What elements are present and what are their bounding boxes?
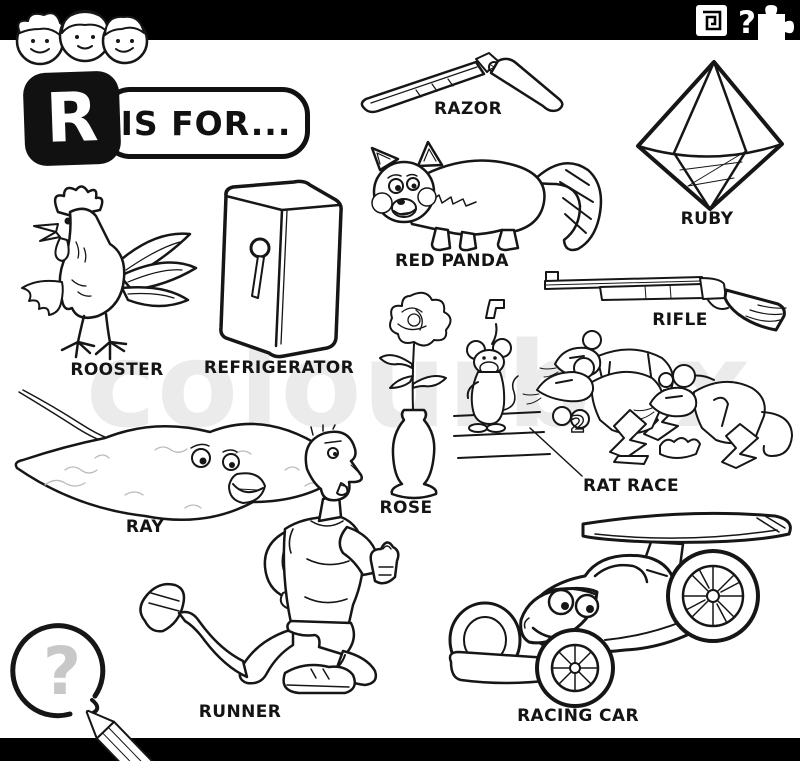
bottom-bar: [0, 738, 800, 761]
puzzle-icon: [758, 5, 794, 41]
rat-race-label: RAT RACE: [583, 476, 679, 496]
is-for-text: IS FOR...: [120, 103, 292, 143]
letter-r: R: [44, 78, 100, 159]
label-pointer-line: [529, 427, 583, 477]
rooster-illustration: [21, 185, 198, 361]
red-panda-illustration: [370, 140, 603, 252]
runner-illustration: [139, 424, 400, 695]
magnifier-circle: [10, 623, 106, 719]
racing-car-illustration: [448, 511, 792, 708]
kids-faces-logo: [15, 9, 149, 66]
racing-car-label: RACING CAR: [517, 706, 639, 726]
rooster-label: ROOSTER: [70, 360, 164, 380]
question-mark: ?: [43, 633, 81, 710]
ruby-label: RUBY: [680, 209, 734, 229]
corner-graphic: ?: [10, 623, 199, 761]
top-bar-icons: ?: [696, 5, 794, 41]
razor-illustration: [360, 52, 564, 114]
starter-pistol: [485, 299, 505, 319]
refrigerator-illustration: [219, 179, 343, 359]
ruby-illustration: [636, 60, 784, 211]
spiral-maze-icon: [696, 5, 727, 36]
rifle-illustration: [544, 271, 787, 332]
rose-label: ROSE: [379, 498, 433, 518]
bib-number-2: 2: [570, 413, 585, 438]
rose-illustration: [379, 291, 452, 500]
ray-illustration: [14, 389, 343, 521]
pencil-icon: [85, 709, 199, 761]
help-icon: ?: [738, 5, 756, 41]
is-for-box: IS FOR...: [102, 87, 310, 159]
letter-badge: R: [22, 70, 122, 167]
ray-label: RAY: [125, 517, 165, 537]
red-panda-label: RED PANDA: [395, 251, 509, 271]
razor-label: RAZOR: [433, 99, 503, 119]
runner-label: RUNNER: [198, 702, 282, 722]
rifle-label: RIFLE: [652, 310, 708, 330]
rat-race-illustration: 5 2: [453, 299, 793, 477]
refrigerator-label: REFRIGERATOR: [203, 358, 355, 378]
